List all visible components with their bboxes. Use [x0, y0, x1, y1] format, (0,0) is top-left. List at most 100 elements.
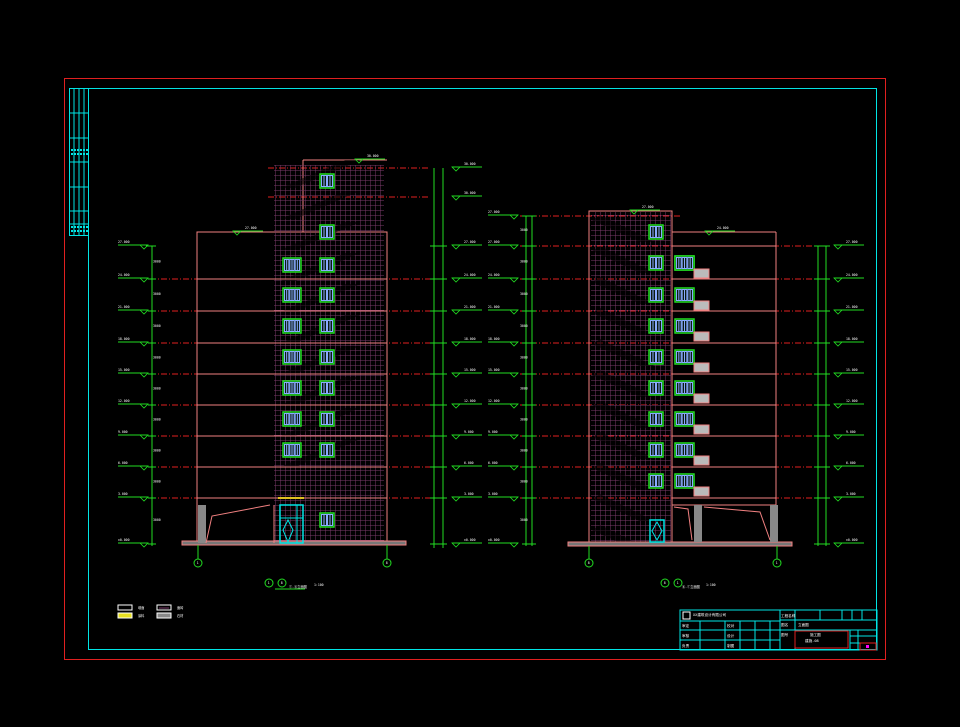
axis-bubble [277, 578, 287, 588]
legend-label: 石材 [177, 613, 184, 618]
dimension-text: 3000 [520, 260, 528, 264]
window-pane [687, 444, 693, 456]
window [282, 349, 302, 365]
level-mark-text: 6.000 [846, 461, 856, 465]
window-pane [284, 320, 290, 332]
window-pane [294, 259, 300, 271]
axis-bubble-label: 1 [197, 561, 199, 565]
level-triangle-icon [139, 434, 149, 440]
level-mark: 3.000 [488, 492, 519, 502]
level-mark-text: 9.000 [118, 430, 128, 434]
axis-bubble [660, 578, 670, 588]
drawing-name: 立面图 [798, 622, 809, 627]
window [319, 224, 335, 240]
window-pane [681, 475, 688, 487]
window-pane [687, 475, 693, 487]
level-triangle-icon [704, 230, 714, 236]
binding-strip-text [80, 149, 82, 151]
level-triangle-icon [451, 195, 461, 201]
sheet-index-mark [866, 645, 869, 648]
level-mark-text: 24.000 [118, 273, 130, 277]
level-mark-text: 3.000 [464, 492, 474, 496]
window [674, 255, 695, 271]
signature-role: 审定 [682, 623, 690, 628]
level-mark: 21.000 [488, 305, 519, 315]
window-pane [650, 382, 656, 394]
window-pane [650, 444, 656, 456]
stair-flight-shadow [592, 463, 655, 490]
level-triangle-icon [833, 309, 843, 315]
window-pane [294, 351, 300, 363]
window [648, 224, 664, 240]
stair-flight-shadow [592, 370, 655, 397]
window-pane [327, 175, 333, 187]
window [282, 442, 302, 458]
window-pane [294, 289, 300, 301]
ac-unit [693, 268, 710, 279]
level-mark: 12.000 [451, 399, 482, 409]
level-mark-text: ±0.000 [846, 538, 858, 542]
binding-strip-text [83, 230, 85, 232]
level-mark-text: ±0.000 [488, 538, 500, 542]
window-pane [676, 320, 682, 332]
window-pane [656, 289, 662, 301]
level-triangle-icon [451, 372, 461, 378]
ac-unit [693, 331, 710, 342]
window-pane [284, 444, 290, 456]
window [282, 411, 302, 427]
window-pane [321, 514, 327, 526]
dimension-text: 3000 [153, 356, 161, 360]
window-pane [681, 289, 688, 301]
window-pane [656, 320, 662, 332]
window-pane [289, 444, 295, 456]
legend-label: 墙面 [138, 605, 144, 610]
level-mark-text: 24.000 [464, 273, 476, 277]
window-pane [321, 289, 327, 301]
level-mark: 9.000 [451, 430, 482, 440]
window-pane [687, 320, 693, 332]
level-mark: 3.000 [833, 492, 864, 502]
binding-strip-text [83, 153, 85, 155]
level-mark: 24.000 [833, 273, 864, 283]
window-pane [687, 257, 693, 269]
elevation-left: 300030003000300030003000300030003000±0.0… [118, 154, 482, 590]
window-pane [687, 351, 693, 363]
level-mark: 18.000 [488, 337, 519, 347]
level-mark-text: 3.000 [118, 492, 128, 496]
stair-flight-shadow [592, 401, 655, 428]
level-mark-text: ±0.000 [118, 538, 130, 542]
axis-bubble-label: 8 [281, 581, 283, 585]
binding-strip-text [71, 230, 73, 232]
sheet-index-box [859, 642, 877, 651]
level-mark: 24.000 [704, 226, 735, 236]
level-triangle-icon [509, 542, 519, 548]
window-pane [687, 289, 693, 301]
window [319, 318, 335, 334]
window-pane [321, 226, 327, 238]
window-pane [656, 413, 662, 425]
level-mark: 9.000 [833, 430, 864, 440]
ac-unit [693, 486, 710, 497]
level-mark: 15.000 [118, 368, 149, 378]
level-triangle-icon [509, 496, 519, 502]
level-mark-text: 6.000 [464, 461, 474, 465]
signature-role: 设计 [727, 633, 735, 638]
window-pane [321, 413, 327, 425]
level-triangle-icon [139, 341, 149, 347]
level-mark: 30.000 [354, 154, 385, 164]
window-pane [650, 413, 656, 425]
drawing-label: 图名 [781, 622, 789, 627]
window [319, 257, 335, 273]
binding-strip-text [83, 226, 85, 228]
window [319, 173, 335, 189]
level-mark: 24.000 [451, 273, 482, 283]
level-triangle-icon [509, 465, 519, 471]
level-mark-text: 12.000 [488, 399, 500, 403]
window-pane [321, 351, 327, 363]
signature-role: 负责 [682, 643, 690, 648]
window-pane [294, 444, 300, 456]
window [648, 411, 664, 427]
level-mark-text: 30.000 [367, 154, 379, 158]
binding-strip-text [77, 230, 79, 232]
window-pane [327, 444, 333, 456]
